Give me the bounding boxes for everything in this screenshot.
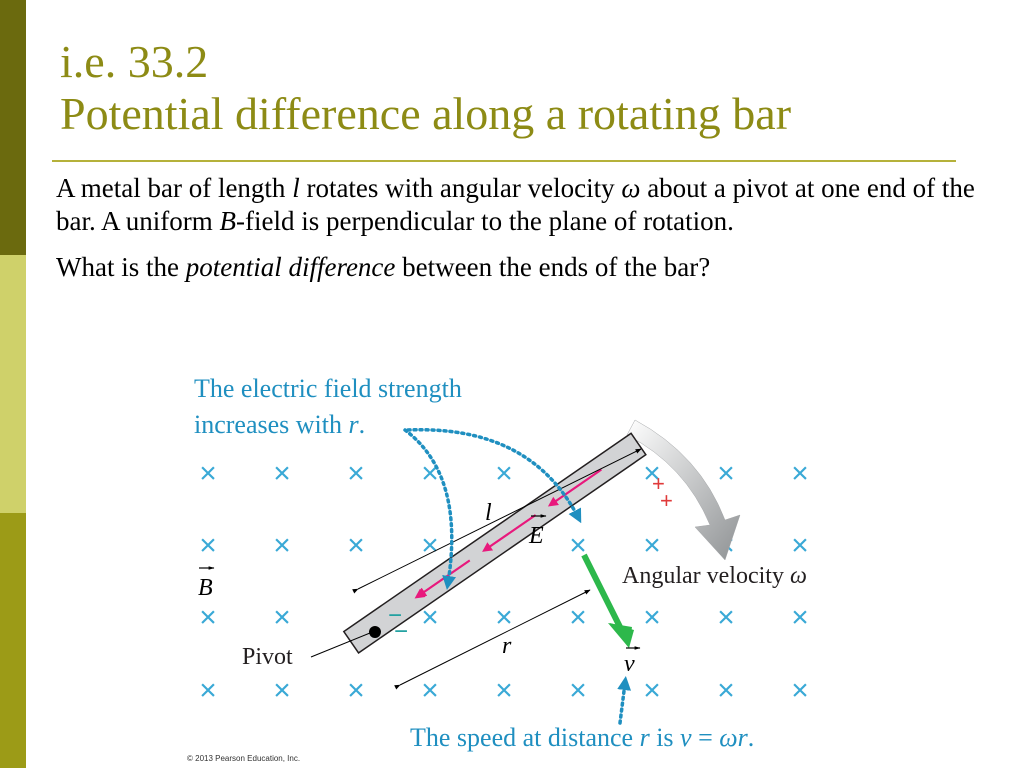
para1-run: -field is perpendicular to the plane of …: [236, 206, 734, 236]
sidebar-band-mid: [0, 513, 26, 768]
length-l-label: l: [485, 500, 492, 526]
b-field-cross: ×: [791, 674, 809, 707]
velocity-label: v: [624, 651, 635, 677]
b-field-cross: ×: [273, 529, 291, 562]
b-field-cross: ×: [421, 529, 439, 562]
pivot-leader: [310, 632, 371, 658]
slide-title: i.e. 33.2 Potential difference along a r…: [60, 36, 791, 140]
bfield-label: B: [198, 575, 213, 601]
plus-charge-1: +: [652, 471, 665, 496]
caption-leader-to-bar-base: [403, 428, 457, 590]
b-field-cross: ×: [643, 529, 661, 562]
b-field-cross: ×: [421, 457, 439, 490]
b-field-cross: ×: [347, 529, 365, 562]
para2-run: What is the: [56, 252, 186, 282]
para2-run: between the ends of the bar?: [395, 252, 711, 282]
para1-run: B: [219, 206, 237, 236]
radius-r-dimension: [394, 589, 591, 690]
para1-run: l: [292, 173, 300, 203]
b-field-cross: ×: [569, 601, 587, 634]
problem-statement: A metal bar of length l rotates with ang…: [56, 172, 1006, 238]
length-l-dimension: [352, 448, 642, 594]
b-field-cross: ×: [273, 674, 291, 707]
b-field-cross: ×: [569, 674, 587, 707]
b-field-cross: ×: [717, 457, 735, 490]
minus-charge-2: −: [394, 618, 408, 645]
title-line-1: i.e. 33.2: [60, 36, 209, 87]
b-field-cross: ×: [791, 457, 809, 490]
sidebar-decoration: [0, 0, 26, 768]
b-field-cross: ×: [199, 529, 217, 562]
problem-question: What is the potential difference between…: [56, 251, 1006, 284]
b-field-cross: ×: [273, 457, 291, 490]
b-field-cross: ×: [347, 457, 365, 490]
rotating-bar-figure: ××××××××××××××××××××××××××××××××× + + − …: [194, 374, 809, 752]
b-field-cross: ×: [643, 601, 661, 634]
para1-run: about a pivot at one end of the bar. A u…: [56, 173, 975, 236]
b-field-cross: ×: [495, 601, 513, 634]
b-field-cross: ×: [717, 601, 735, 634]
speed-caption: The speed at distance r is v = ωr.: [410, 723, 754, 752]
pivot-label: Pivot: [242, 644, 293, 670]
caption-leader-to-bar-top: [406, 428, 582, 524]
b-field-cross: ×: [643, 674, 661, 707]
b-field-cross: ×: [495, 457, 513, 490]
para1-run: ω: [621, 173, 641, 203]
caption-leader-to-velocity: [617, 676, 632, 725]
para2-run: potential difference: [185, 252, 396, 282]
title-line-2: Potential difference along a rotating ba…: [60, 88, 792, 139]
b-field-cross: ×: [495, 674, 513, 707]
b-field-cross: ×: [199, 674, 217, 707]
para1-run: A metal bar of length: [56, 173, 293, 203]
efield-caption: The electric field strength: [194, 374, 462, 403]
rotation-direction-arrow: [626, 419, 741, 561]
b-field-cross: ×: [791, 529, 809, 562]
velocity-arrow: [581, 553, 623, 629]
title-divider: [52, 160, 956, 162]
sidebar-band-light: [0, 255, 26, 513]
b-field-cross: ×: [791, 601, 809, 634]
efield-caption-line2: increases with r.: [194, 410, 365, 439]
b-field-cross: ×: [347, 674, 365, 707]
pivot-dot: [369, 626, 381, 638]
b-field-cross: ×: [273, 601, 291, 634]
b-field-cross: ×: [421, 674, 439, 707]
body-text: A metal bar of length l rotates with ang…: [56, 172, 1006, 284]
angular-velocity-label: Angular velocity ω: [622, 563, 807, 589]
efield-label: E: [528, 523, 544, 549]
b-field-cross: ×: [199, 601, 217, 634]
b-field-cross: ×: [199, 457, 217, 490]
b-field-cross: ×: [717, 674, 735, 707]
copyright-notice: © 2013 Pearson Education, Inc.: [187, 754, 301, 763]
radius-r-label: r: [502, 633, 512, 659]
para1-run: rotates with angular velocity: [299, 173, 622, 203]
plus-charge-2: +: [660, 488, 673, 513]
sidebar-band-dark: [0, 0, 26, 255]
b-field-cross: ×: [643, 457, 661, 490]
